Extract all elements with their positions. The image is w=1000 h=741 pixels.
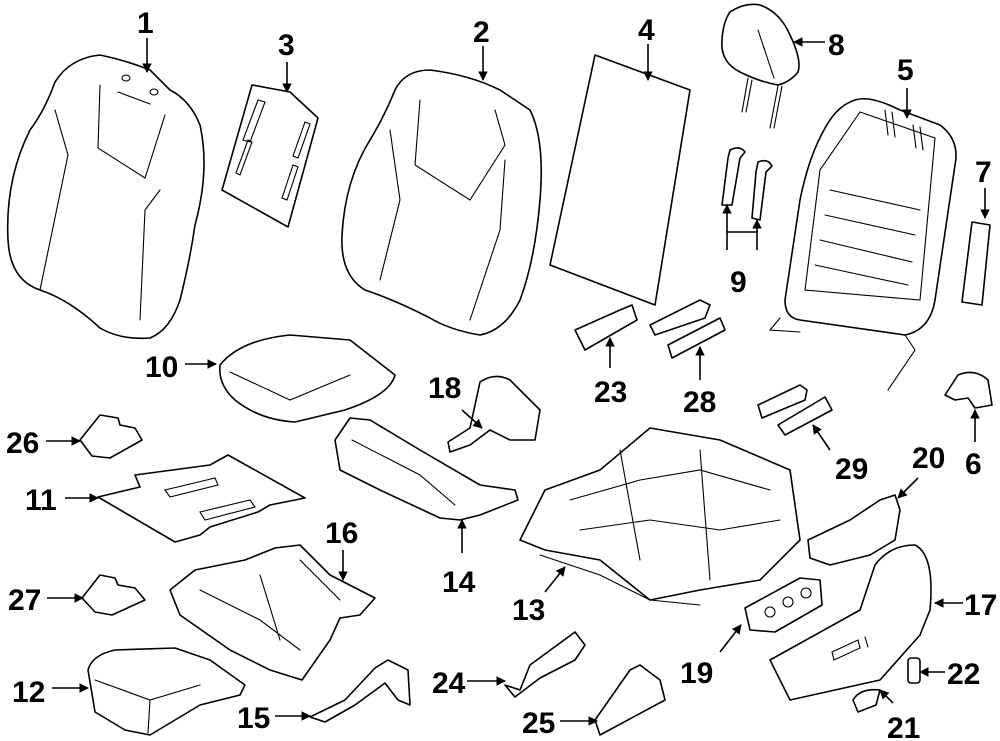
callout-3[interactable]: 3 [278,29,295,62]
callout-26[interactable]: 26 [6,427,39,460]
part-seat-cushion-pad[interactable] [87,647,246,736]
callout-9[interactable]: 9 [730,266,747,299]
part-track-cover[interactable] [574,304,638,351]
part-harness-bracket[interactable] [807,494,901,566]
callout-2[interactable]: 2 [473,16,490,49]
callout-20[interactable]: 20 [912,442,945,475]
callout-23[interactable]: 23 [594,376,627,409]
callout-17[interactable]: 17 [964,589,997,622]
callout-15[interactable]: 15 [237,702,270,735]
part-frame-cover[interactable] [944,371,993,409]
part-track-cover-inner[interactable] [649,299,726,359]
part-seat-switch[interactable] [744,577,823,633]
callout-19[interactable]: 19 [680,657,713,690]
part-clip-lower[interactable] [81,574,146,616]
part-seat-back-heater[interactable] [221,84,319,228]
part-bracket[interactable] [309,659,411,723]
part-cushion-pan[interactable] [169,544,376,681]
part-recliner-cover[interactable] [447,375,541,453]
part-track-end-cover-rear[interactable] [594,664,666,736]
callout-22[interactable]: 22 [947,658,980,691]
callout-leaders [46,37,990,726]
part-switch-knob[interactable] [907,657,921,684]
part-seat-back-frame[interactable] [768,97,957,391]
callout-12[interactable]: 12 [12,676,45,709]
callout-24[interactable]: 24 [432,667,466,700]
callout-29[interactable]: 29 [835,453,868,486]
callout-1[interactable]: 1 [137,7,154,40]
callout-10[interactable]: 10 [145,351,178,384]
part-seat-track-frame[interactable] [519,427,801,606]
callout-14[interactable]: 14 [442,566,476,599]
part-cushion-frame-trim[interactable] [334,417,519,521]
callout-7[interactable]: 7 [975,156,992,189]
callout-labels: 1 2 3 4 5 6 7 8 9 10 11 12 13 14 15 16 1… [6,7,997,741]
callout-28[interactable]: 28 [683,386,716,419]
callout-11[interactable]: 11 [25,484,57,517]
callout-16[interactable]: 16 [325,517,358,550]
part-headrest[interactable] [721,3,800,129]
part-seat-cushion-cover[interactable] [218,334,396,423]
part-seat-back-cover[interactable] [6,54,205,340]
callout-8[interactable]: 8 [828,29,845,62]
part-clip-upper[interactable] [79,414,143,459]
part-recliner-knob[interactable] [852,688,881,713]
part-headrest-guides[interactable] [721,147,773,221]
part-cushion-heater[interactable] [97,454,306,543]
callout-13[interactable]: 13 [512,594,545,627]
callout-25[interactable]: 25 [522,707,555,740]
callout-27[interactable]: 27 [8,584,41,617]
callout-21[interactable]: 21 [887,712,920,741]
part-side-shield[interactable] [769,544,932,701]
callout-5[interactable]: 5 [897,54,914,87]
callout-6[interactable]: 6 [965,448,982,481]
part-seat-back-panel[interactable] [549,54,691,306]
part-track-cover-outer[interactable] [757,384,833,436]
callout-4[interactable]: 4 [638,14,655,47]
part-track-end-cover-front[interactable] [504,631,586,698]
callout-18[interactable]: 18 [428,372,461,405]
part-seat-back-pad[interactable] [341,69,542,336]
part-side-bolster[interactable] [961,221,991,306]
